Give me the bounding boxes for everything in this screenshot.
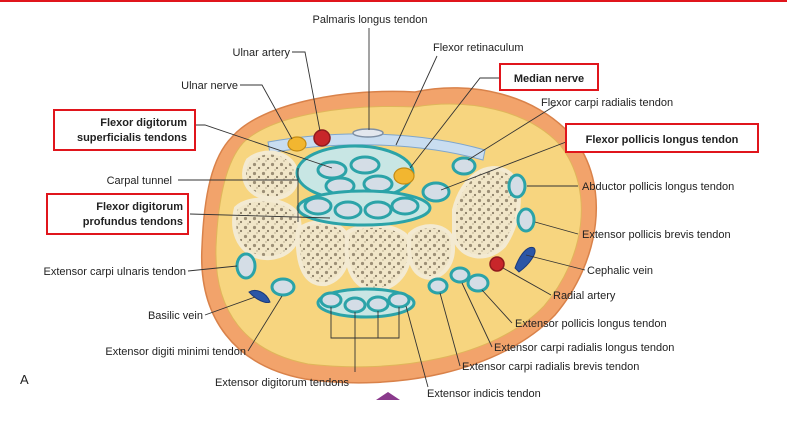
label-median-nerve: Median nerve [514, 73, 584, 85]
label-abductor-pollicis-longus: Abductor pollicis longus tendon [582, 181, 734, 193]
cephalic-vein [514, 246, 536, 273]
median-nerve-highlight-box [499, 63, 599, 91]
label-carpal-tunnel: Carpal tunnel [107, 175, 172, 187]
label-cephalic-vein: Cephalic vein [587, 265, 653, 277]
label-extensor-pollicis-longus: Extensor pollicis longus tendon [515, 318, 667, 330]
bone-capitate [344, 223, 412, 293]
extensor-digitorum-group [316, 287, 416, 319]
label-extensor-pollicis-brevis: Extensor pollicis brevis tendon [582, 229, 731, 241]
label-flexor-carpi-radialis: Flexor carpi radialis tendon [541, 97, 673, 109]
label-flexor-pollicis-longus: Flexor pollicis longus tendon [586, 134, 739, 146]
leader-lines [178, 28, 586, 388]
bone-trapezoid [407, 224, 455, 281]
bone-capitate-left [295, 220, 351, 287]
extensor-pollicis-longus-tendon [466, 273, 490, 293]
figure-letter: A [20, 372, 29, 387]
fdp-highlight-box [46, 193, 189, 235]
label-extensor-carpi-radialis-longus: Extensor carpi radialis longus tendon [494, 342, 674, 354]
label-fdp-line2: profundus tendons [83, 216, 183, 228]
radial-artery [489, 256, 505, 272]
label-fdp-line1: Flexor digitorum [96, 201, 183, 213]
label-palmaris-longus: Palmaris longus tendon [313, 14, 428, 26]
label-extensor-digiti-minimi: Extensor digiti minimi tendon [105, 346, 246, 358]
flexor-carpi-radialis-tendon [451, 156, 477, 176]
wrist-section [200, 87, 598, 384]
bone-hook-hamate [242, 150, 299, 201]
label-fds-line2: superficialis tendons [77, 132, 187, 144]
extensor-pollicis-brevis-tendon [516, 207, 536, 233]
nav-marker-triangle[interactable] [376, 392, 400, 400]
abductor-pollicis-longus-tendon [507, 173, 527, 199]
label-extensor-carpi-ulnaris: Extensor carpi ulnaris tendon [44, 266, 186, 278]
label-ulnar-nerve: Ulnar nerve [181, 80, 238, 92]
basilic-vein [248, 289, 271, 303]
bone-hamate [232, 197, 302, 261]
fpl-highlight-box [565, 123, 759, 153]
extensor-carpi-ulnaris-tendon [235, 252, 257, 280]
ulnar-artery [313, 129, 331, 147]
label-basilic-vein: Basilic vein [148, 310, 203, 322]
flexor-pollicis-longus-tendon [421, 181, 451, 203]
label-extensor-indicis: Extensor indicis tendon [427, 388, 541, 400]
label-ulnar-artery: Ulnar artery [233, 47, 291, 59]
bone-trapezium [452, 166, 521, 259]
label-fds-line1: Flexor digitorum [100, 117, 187, 129]
label-extensor-carpi-radialis-brevis: Extensor carpi radialis brevis tendon [462, 361, 639, 373]
palmaris-longus-tendon [352, 128, 384, 138]
top-accent-rule [0, 0, 787, 2]
label-radial-artery: Radial artery [553, 290, 616, 302]
extensor-carpi-radialis-longus-tendon [449, 266, 471, 284]
label-extensor-digitorum: Extensor digitorum tendons [215, 377, 349, 389]
median-nerve [393, 167, 415, 185]
label-flexor-retinaculum: Flexor retinaculum [433, 42, 523, 54]
ulnar-nerve [287, 136, 307, 152]
fds-highlight-box [53, 109, 196, 151]
fdp-tendon-group [296, 189, 432, 227]
extensor-carpi-radialis-brevis-tendon [427, 277, 449, 295]
extensor-digiti-minimi-tendon [270, 277, 296, 297]
